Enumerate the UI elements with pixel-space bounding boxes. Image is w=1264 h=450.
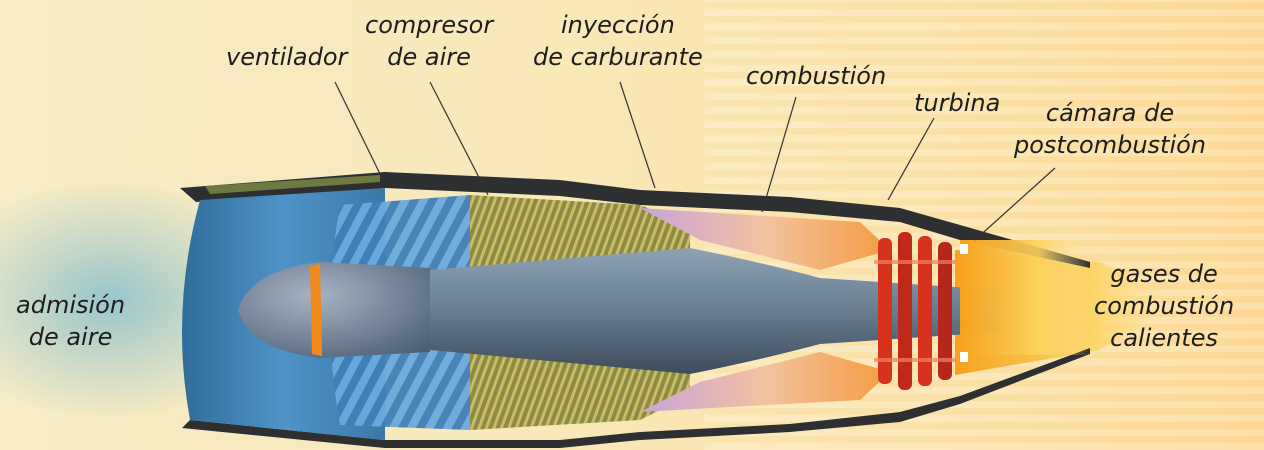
label-combustion: combustión <box>746 60 886 92</box>
label-inyeccion-de-carburante: inyección de carburante <box>533 9 703 73</box>
engine-shaft <box>430 248 1000 374</box>
label-ventilador: ventilador <box>226 41 347 73</box>
label-admision-de-aire: admisión de aire <box>16 289 125 353</box>
label-camara-de-postcombustion: cámara de postcombustión <box>1014 97 1206 161</box>
afterburner-nozzle-bottom <box>960 352 968 362</box>
label-turbina: turbina <box>914 87 1000 119</box>
afterburner-nozzle-top <box>960 244 968 254</box>
label-compresor-de-aire: compresor de aire <box>365 9 493 73</box>
afterburner-duct <box>960 240 1090 355</box>
label-gases-de-combustion-calientes: gases de combustión calientes <box>1094 258 1234 354</box>
